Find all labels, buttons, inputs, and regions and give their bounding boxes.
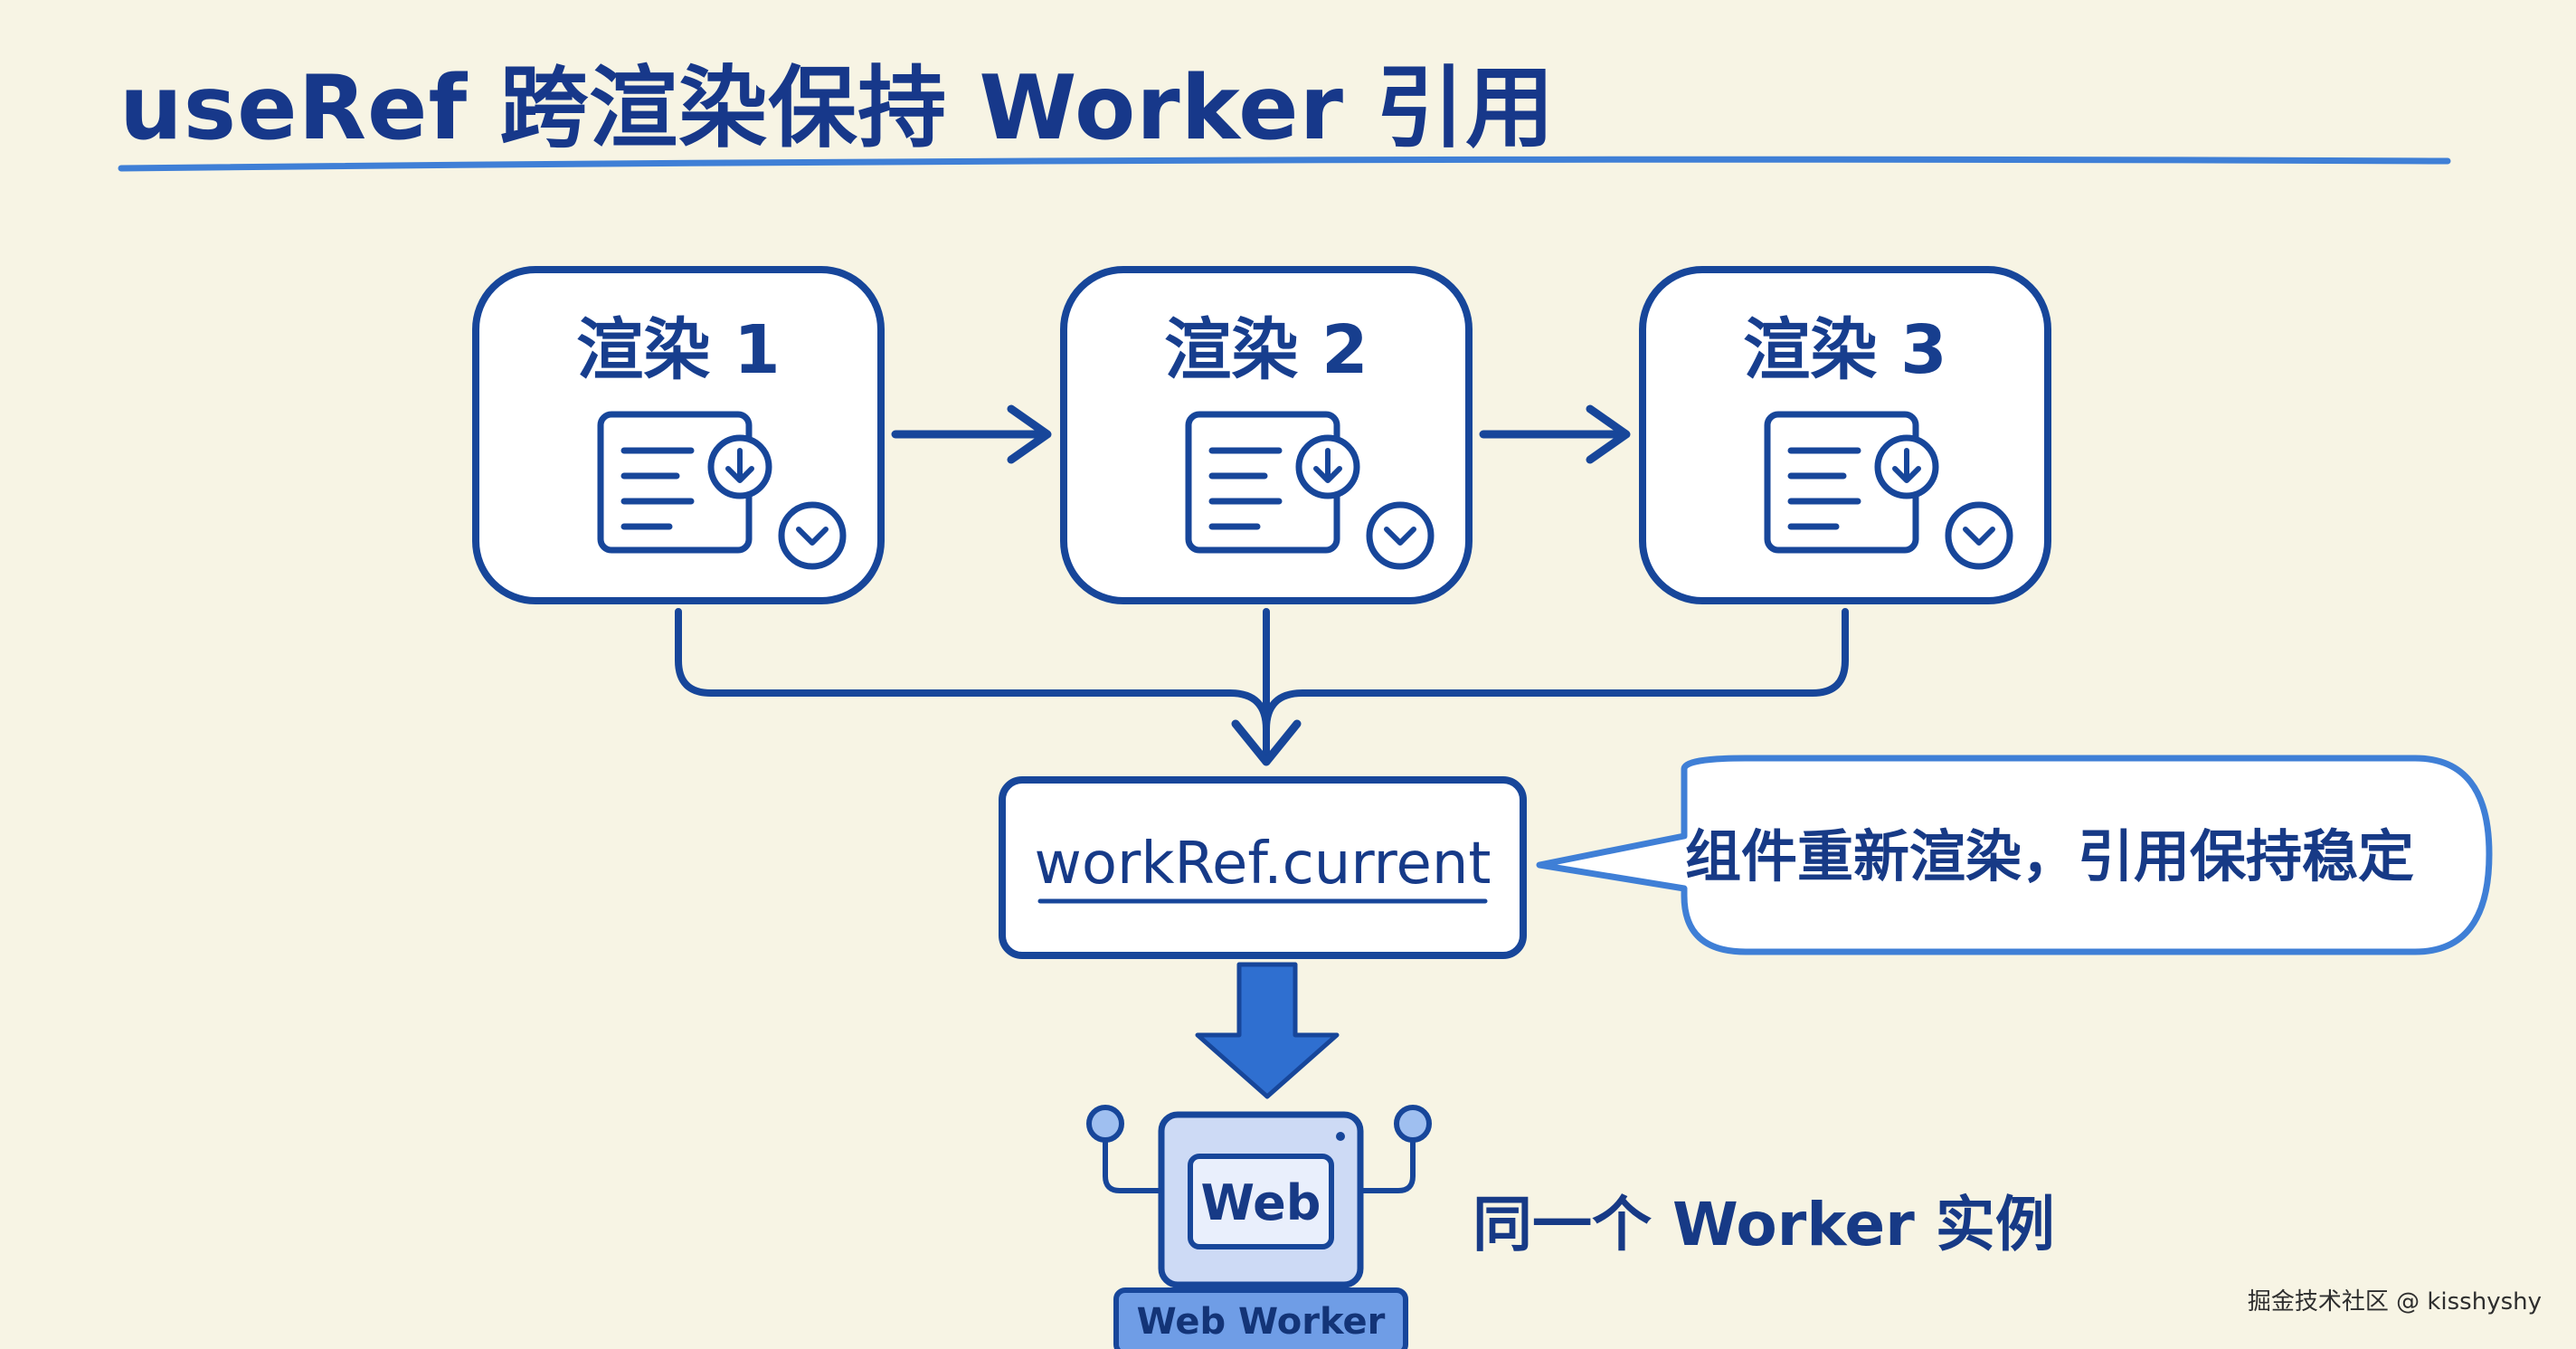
ref-node: workRef.current <box>999 776 1527 959</box>
title-underline <box>118 156 2451 172</box>
page-title: useRef 跨渲染保持 Worker 引用 <box>119 57 1556 160</box>
render-box-1: 渲染 1 <box>472 266 885 604</box>
merge-connector <box>675 608 1849 766</box>
arrow-down-icon <box>1195 962 1340 1099</box>
render-box-3: 渲染 3 <box>1639 266 2051 604</box>
document-download-icon <box>1185 411 1360 554</box>
download-circle-icon <box>1366 501 1435 570</box>
callout-text: 组件重新渲染，引用保持稳定 <box>1685 823 2414 889</box>
worker-badge-text: Web Worker <box>1137 1301 1386 1343</box>
download-circle-icon <box>778 501 847 570</box>
callout-bubble: 组件重新渲染，引用保持稳定 <box>1536 755 2493 955</box>
robot-icon: Web Web Worker <box>1086 1105 1432 1349</box>
arrow-right-icon <box>891 404 1052 464</box>
render-label-3: 渲染 3 <box>1743 311 1946 389</box>
watermark: 掘金技术社区 @ kisshyshy <box>2247 1288 2542 1316</box>
document-download-icon <box>1764 411 1939 554</box>
render-label-2: 渲染 2 <box>1164 311 1368 389</box>
worker-screen-text: Web <box>1201 1174 1321 1231</box>
worker-caption: 同一个 Worker 实例 <box>1473 1190 2055 1259</box>
document-download-icon <box>597 411 772 554</box>
ref-node-label: workRef.current <box>1035 831 1492 898</box>
download-circle-icon <box>1945 501 2013 570</box>
render-label-1: 渲染 1 <box>576 311 780 389</box>
render-box-2: 渲染 2 <box>1060 266 1473 604</box>
arrow-right-icon <box>1479 404 1631 464</box>
